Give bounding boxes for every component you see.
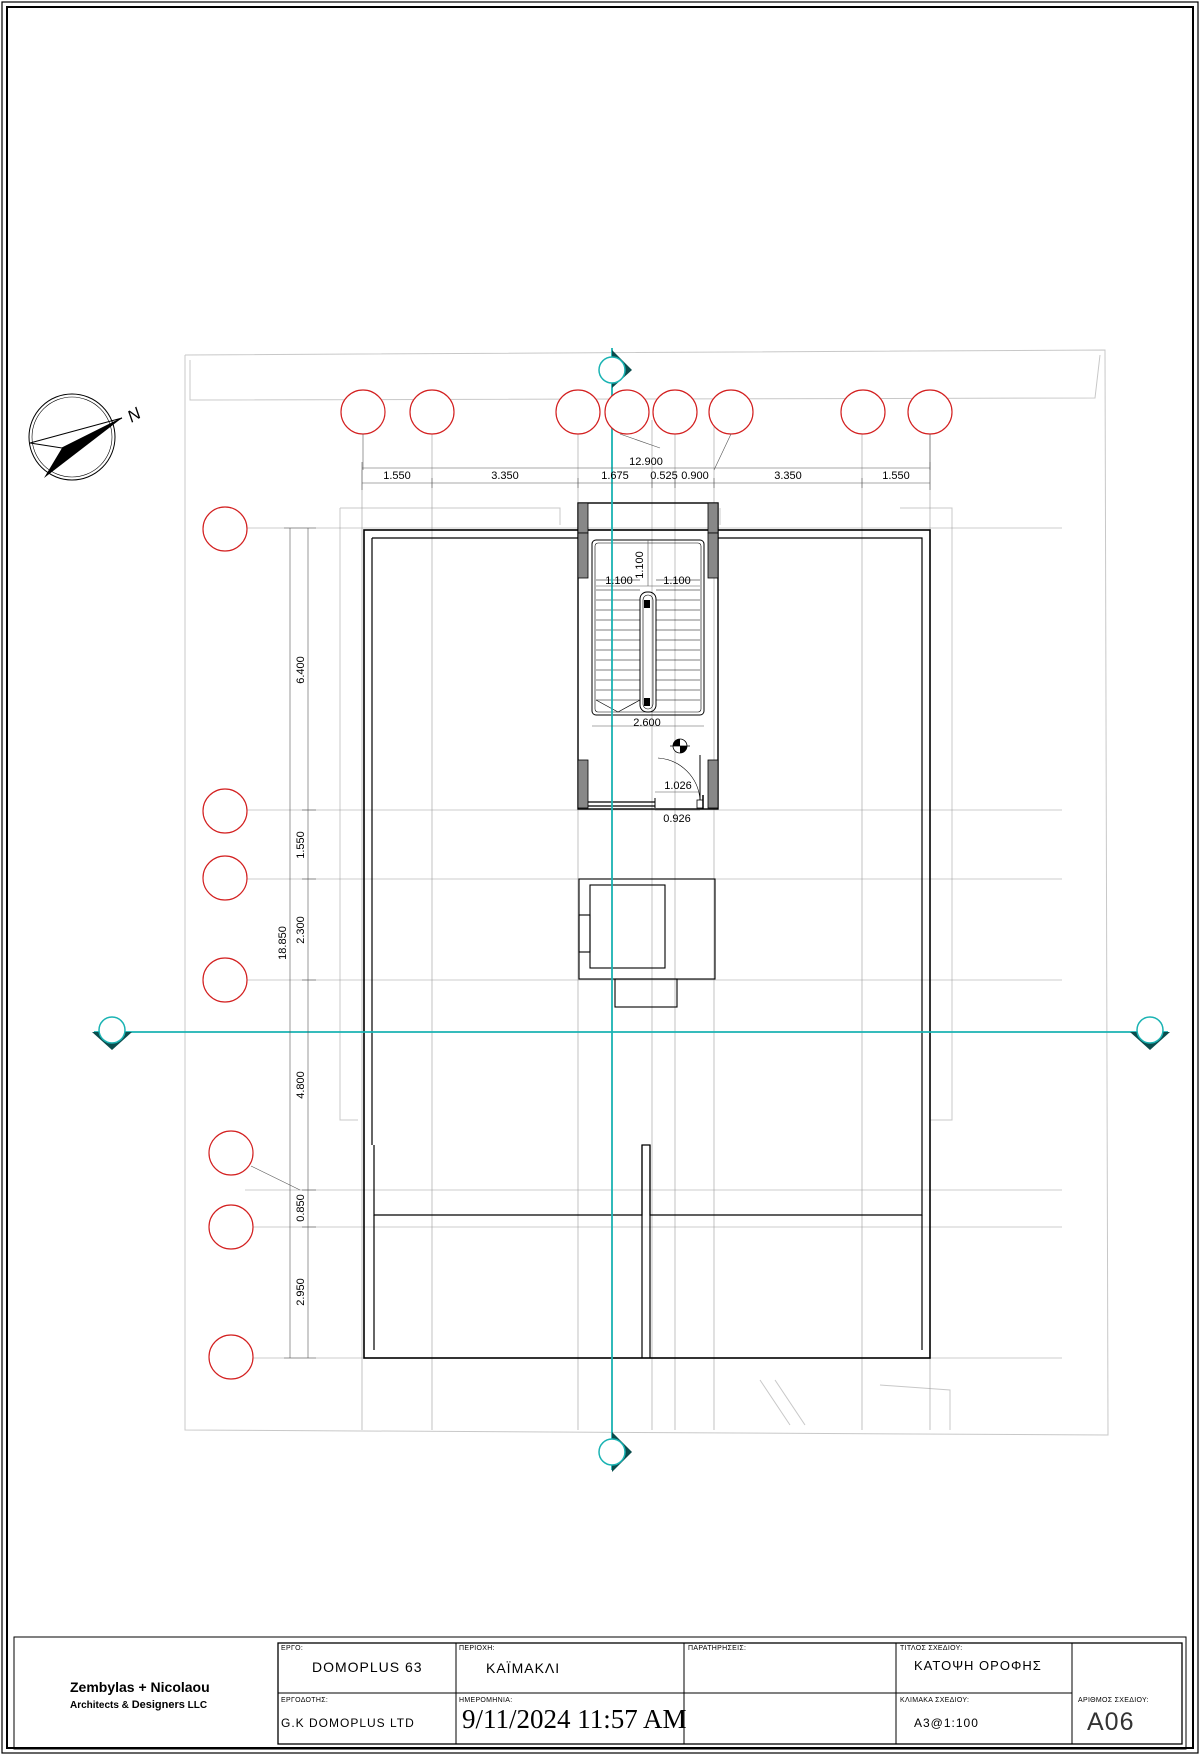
area-label: ΠΕΡΙΟΧΗ: — [459, 1645, 495, 1652]
drawing-title-label: ΤΙΤΛΟΣ ΣΧΕΔΙΟΥ: — [900, 1645, 963, 1652]
stair-run-left: 1.100 — [605, 575, 633, 587]
north-label: N — [124, 403, 145, 426]
project-value: DOMOPLUS 63 — [312, 1659, 423, 1675]
door-opening: 1.026 — [664, 780, 692, 792]
level-marker — [670, 738, 690, 754]
stair-dim-texts: 1.100 1.100 1.100 2.600 1.026 0.926 — [605, 551, 692, 825]
site-boundary — [184, 349, 1109, 1436]
title-block-frame — [13, 1636, 1187, 1750]
section-marker-left — [92, 1016, 132, 1050]
client-label: ΕΡΓΟΔΟΤΗΣ: — [281, 1697, 329, 1704]
door-width: 0.926 — [663, 813, 691, 825]
firm-subtitle-b: Designers — [131, 1699, 185, 1711]
date-label: ΗΜΕΡΟΜΗΝΙΑ: — [459, 1697, 513, 1704]
stair-landing: 1.100 — [634, 551, 646, 579]
dim-left-seg-2: 1.550 — [295, 831, 307, 859]
dim-left-seg-6: 2.950 — [295, 1278, 307, 1306]
firm-name: Zembylas + Nicolaou — [70, 1679, 210, 1695]
drawing-title-value: ΚΑΤΟΨΗ ΟΡΟΦΗΣ — [914, 1658, 1042, 1673]
section-marker-bottom — [598, 1432, 632, 1472]
dim-top-seg-1: 1.550 — [383, 470, 411, 482]
dim-left-seg-4: 4.800 — [295, 1071, 307, 1099]
dim-left-total: 18.850 — [277, 926, 289, 960]
building-outline — [363, 529, 931, 1359]
dim-top-seg-6: 3.350 — [774, 470, 802, 482]
dimension-top-texts: 12.900 1.550 3.350 1.675 0.525 0.900 3.3… — [383, 456, 910, 482]
dimension-left-texts: 18.850 6.400 1.550 2.300 4.800 0.850 2.9… — [277, 656, 307, 1306]
dim-left-seg-5: 0.850 — [295, 1194, 307, 1222]
dimension-top — [361, 462, 931, 490]
stair-dims — [592, 540, 704, 811]
dim-top-seg-2: 3.350 — [491, 470, 519, 482]
stair-run-right: 1.100 — [663, 575, 691, 587]
client-value: G.K DOMOPLUS LTD — [281, 1716, 415, 1730]
dim-top-seg-4: 0.525 — [650, 470, 678, 482]
firm-subtitle: Architects & Designers LLC — [70, 1699, 207, 1711]
dim-top-seg-5: 0.900 — [681, 470, 709, 482]
scale-value: A3@1:100 — [914, 1716, 979, 1730]
dim-left-seg-3: 2.300 — [295, 916, 307, 944]
dim-top-seg-7: 1.550 — [882, 470, 910, 482]
dim-top-seg-3: 1.675 — [601, 470, 629, 482]
stair-width: 2.600 — [633, 717, 661, 729]
date-value: 9/11/2024 11:57 AM — [462, 1704, 687, 1734]
grid-bubble-leaders — [250, 433, 931, 1191]
grid-bubbles — [202, 389, 953, 1380]
sheet-inner-border — [6, 6, 1194, 1749]
grid-lines — [245, 420, 1062, 1430]
firm-subtitle-a: Architects & — [70, 1700, 132, 1711]
section-lines — [94, 348, 1168, 1470]
scale-label: ΚΛΙΜΑΚΑ ΣΧΕΔΙΟΥ: — [900, 1697, 970, 1704]
section-marker-top — [598, 350, 632, 388]
dim-top-total: 12.900 — [629, 456, 663, 468]
area-value: ΚΑΪΜΑΚΛΙ — [486, 1660, 561, 1676]
sheet-no-value: A06 — [1087, 1708, 1135, 1736]
north-arrow: N — [28, 393, 145, 481]
project-label: ΕΡΓΟ: — [281, 1645, 304, 1652]
lift-block — [578, 878, 716, 1008]
dim-left-seg-1: 6.400 — [295, 656, 307, 684]
firm-subtitle-c: LLC — [184, 1700, 208, 1711]
section-markers — [92, 350, 1170, 1472]
dimension-left — [284, 527, 316, 1359]
sheet-no-label: ΑΡΙΘΜΟΣ ΣΧΕΔΙΟΥ: — [1078, 1697, 1149, 1704]
section-marker-right — [1130, 1016, 1170, 1050]
notes-label: ΠΑΡΑΤΗΡΗΣΕΙΣ: — [688, 1645, 747, 1652]
